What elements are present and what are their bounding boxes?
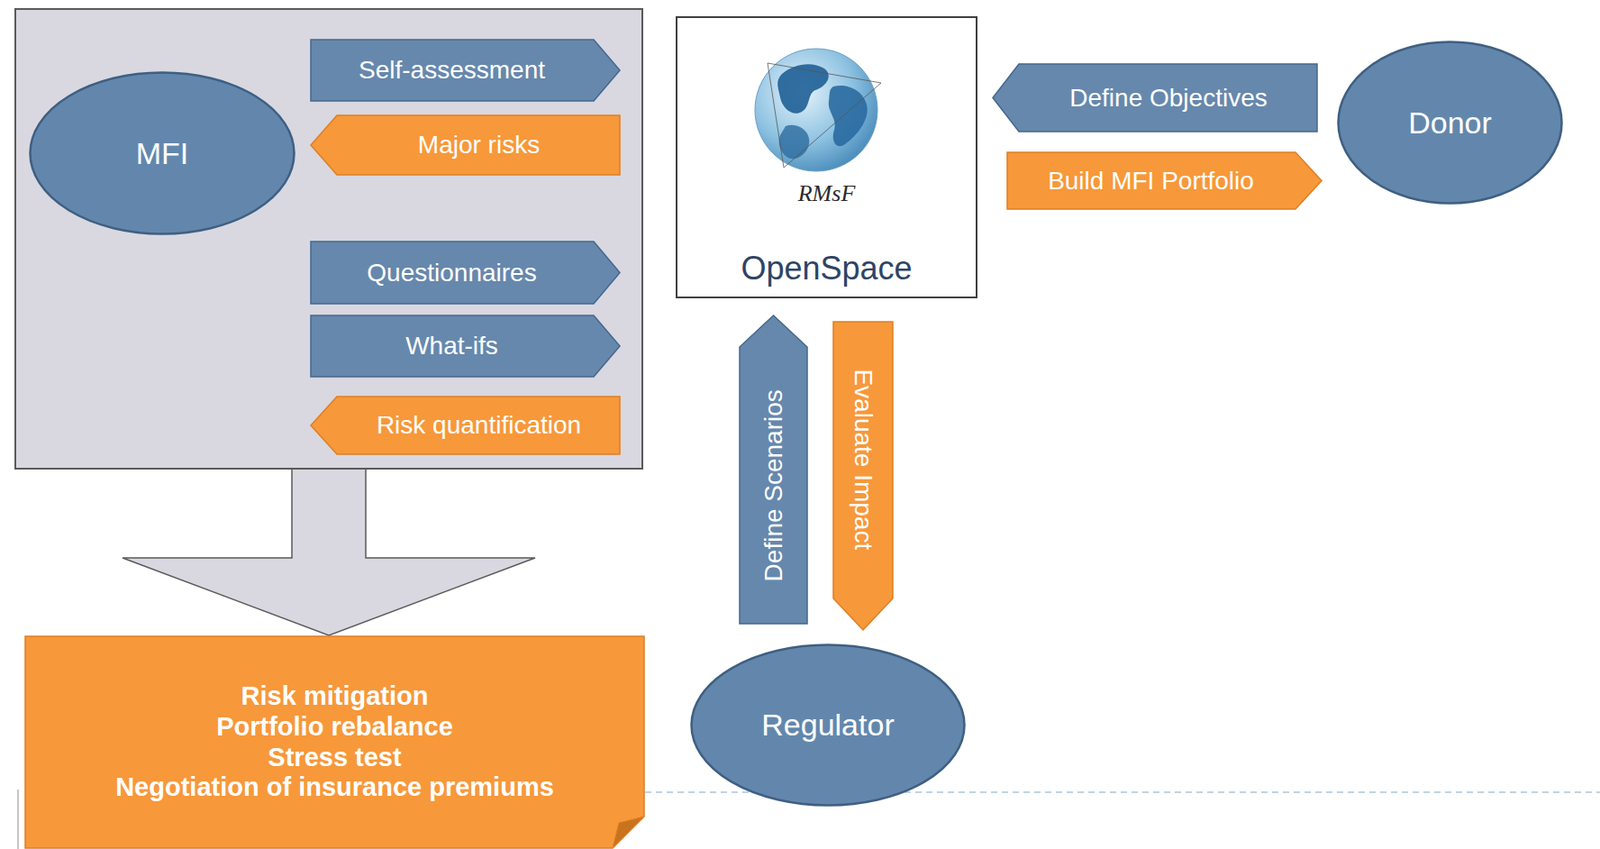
ellipse-outline [691, 645, 965, 806]
node-text: Major risks [418, 129, 540, 161]
shape-outline [310, 39, 620, 101]
folded-corner [612, 816, 645, 848]
node-text: Build MFI Portfolio [1047, 165, 1255, 197]
ellipse-outline [30, 72, 295, 235]
node-text: Regulator [761, 706, 894, 744]
block-arrow: Self-assessment [309, 38, 621, 102]
shape-outline [833, 321, 893, 630]
block-arrow: Risk quantification [309, 395, 621, 455]
node-text: Risk mitigation [241, 681, 429, 712]
shape-outline [310, 315, 620, 377]
node-text: MFI [136, 135, 190, 173]
node-text: Negotiation of insurance premiums [115, 772, 555, 803]
globe-logo [754, 48, 882, 172]
outcome-note: Risk mitigationPortfolio rebalanceStress… [24, 635, 646, 849]
shape-outline [992, 63, 1318, 132]
shape-outline [676, 17, 977, 298]
shape-outline [1007, 152, 1322, 210]
node-text: Portfolio rebalance [216, 711, 454, 743]
actor-ellipse: Donor [1336, 40, 1564, 205]
actor-ellipse: MFI [28, 71, 296, 236]
shape-outline [310, 115, 620, 175]
block-arrow: Build MFI Portfolio [1006, 151, 1323, 210]
ellipse-outline [1338, 42, 1563, 204]
shape-outline [310, 241, 620, 304]
block-arrow: Evaluate Impact [832, 320, 894, 631]
node-text: Self-assessment [358, 54, 546, 86]
shape-outline [310, 396, 620, 455]
actor-ellipse: Regulator [690, 643, 966, 807]
node-text: Stress test [267, 742, 401, 773]
shape-outline [739, 315, 808, 624]
node-text: Questionnaires [366, 257, 537, 289]
node-text: Define Objectives [1069, 82, 1267, 114]
node-text: OpenSpace [740, 248, 912, 288]
group-panel: MFI Self-assessmentMajor risksQuestionnai… [14, 8, 644, 470]
footer-tick [17, 789, 19, 849]
block-arrow: Define Objectives [991, 63, 1319, 133]
platform-box: RMsF OpenSpace [675, 16, 978, 299]
node-text: What-ifs [405, 330, 499, 362]
block-arrow-connector [122, 467, 536, 636]
block-arrow: What-ifs [309, 314, 621, 378]
shape-outline [25, 636, 645, 848]
shape-outline [15, 9, 643, 469]
node-text: Evaluate Impact [847, 369, 879, 551]
node-text: RMsF [798, 181, 856, 208]
block-arrow: Major risks [309, 114, 621, 176]
block-arrow: Define Scenarios [738, 314, 809, 625]
node-text: Define Scenarios [758, 389, 790, 582]
block-arrow: Questionnaires [309, 240, 621, 305]
node-text: Risk quantification [376, 409, 582, 441]
node-text: Donor [1408, 104, 1492, 142]
